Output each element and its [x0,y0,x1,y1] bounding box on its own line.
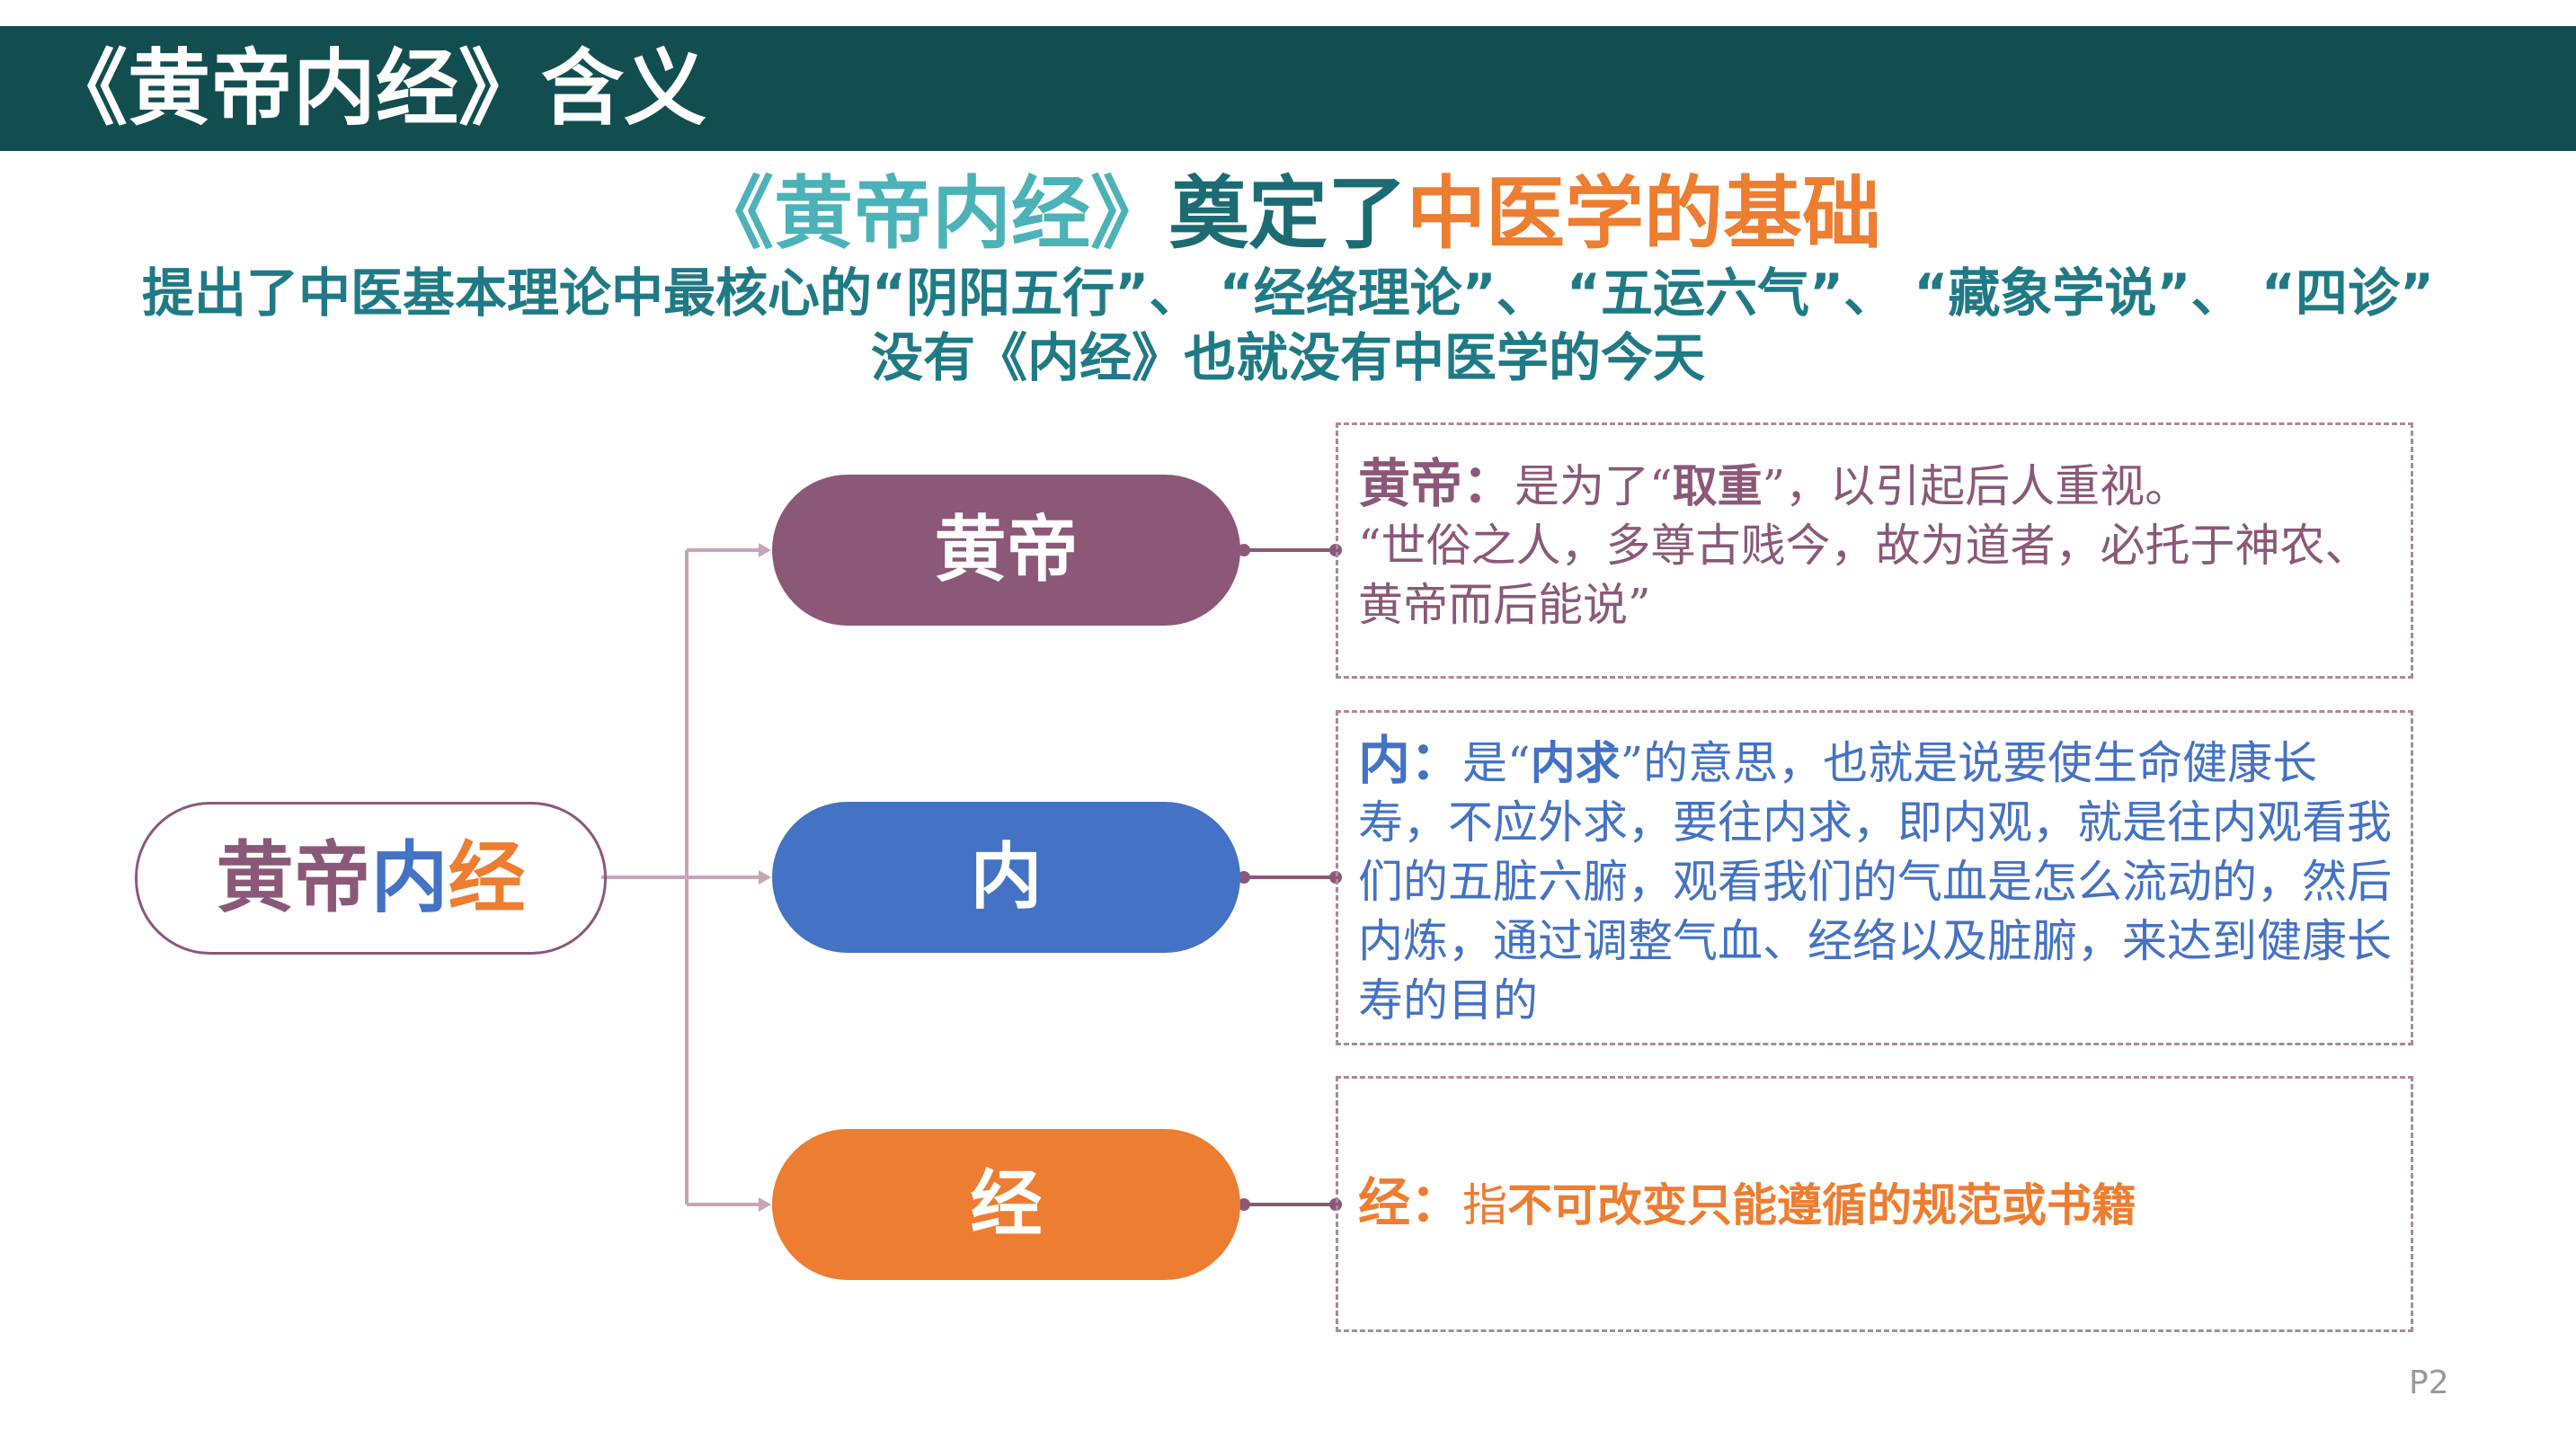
box-text: 是“ [1462,737,1531,789]
importance-line: 没有《内经》也就没有中医学的今天 [870,327,1705,388]
box-text: ”，以引起后人重视。 [1762,460,2190,512]
explain-box-huangdi: 黄帝：是为了“取重”，以引起后人重视。 “世俗之人，多尊古贱今，故为道者，必托于神… [1336,422,2413,679]
explain-box-jing: 经：指不可改变只能遵循的规范或书籍 [1336,1076,2413,1332]
root-part-jing: 经 [448,833,526,923]
box-emphasis: 取重 [1672,460,1763,512]
subtitle: 《黄帝内经》奠定了中医学的基础 [0,166,2576,262]
box-text: ”的意思，也就是说要使生命健康长寿，不应外求，要往内求，即内观，就是往内观看我们… [1358,737,2392,1027]
node-nei: 内 [772,802,1240,953]
box-text: 是为了“ [1515,460,1673,512]
box-label: 经： [1358,1172,1463,1233]
box-text: 指 [1462,1179,1508,1231]
box-quote: “世俗之人，多尊古贱今，故为道者，必托于神农、黄帝而后能说” [1358,520,2370,631]
node-jing: 经 [772,1129,1240,1280]
core-theories-line: 提出了中医基本理论中最核心的“阴阳五行”、 “经络理论”、 “五运六气”、 “藏… [142,262,2434,324]
subtitle-foundation: 中医学的基础 [1407,167,1882,260]
root-part-huangdi: 黄帝 [216,833,371,923]
box-label: 内： [1358,730,1463,791]
box-label: 黄帝： [1358,453,1515,514]
subtitle-verb: 奠定了 [1168,167,1407,260]
box-emphasis: 内求 [1530,737,1621,789]
slide-title: 《黄帝内经》含义 [45,40,707,137]
explain-box-nei: 内：是“内求”的意思，也就是说要使生命健康长寿，不应外求，要往内求，即内观，就是… [1336,710,2413,1045]
root-part-nei: 内 [370,833,449,923]
header-bar [0,26,2576,151]
subtitle-book: 《黄帝内经》 [694,167,1169,260]
box-emphasis: 不可改变只能遵循的规范或书籍 [1507,1179,2137,1231]
node-huangdi: 黄帝 [772,475,1240,626]
page-number: P2 [2409,1365,2449,1401]
root-node-huangdi-neijing: 黄帝内经 [135,802,607,955]
